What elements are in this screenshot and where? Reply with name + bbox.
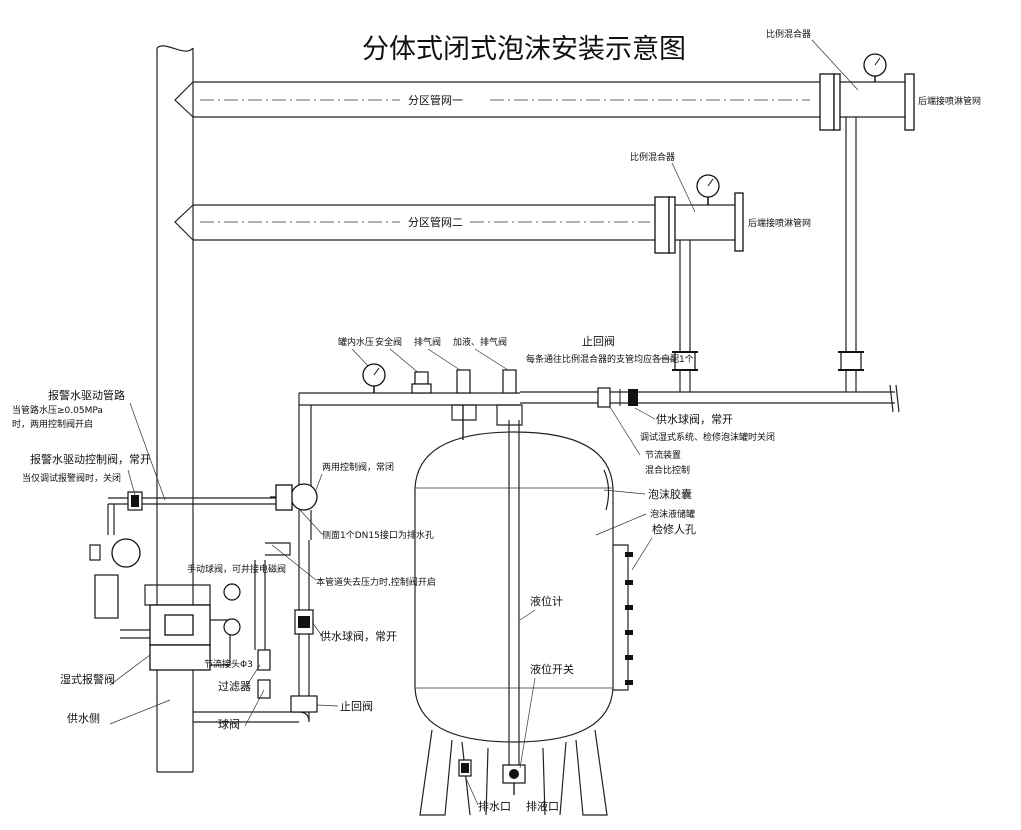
dual-valve-line2: 侧面1个DN15接口为排水孔 [322, 529, 434, 541]
pressure-gauge-icon [696, 174, 720, 205]
mixer-1-outlet-label: 后端接喷淋管网 [918, 95, 981, 107]
zone-pipe-1-label: 分区管网一 [408, 93, 463, 107]
bottom-supply-valve-label: 供水球阀，常开 [320, 629, 397, 643]
mixer-2-outlet-label: 后端接喷淋管网 [748, 217, 811, 229]
foam-tank [414, 420, 633, 816]
zone-pipe-1: 分区管网一 比例混合器 后端接喷淋管网 [174, 28, 981, 355]
orifice-label: 节流接头Φ3 [204, 658, 253, 670]
manhole-bolts [625, 552, 633, 685]
ball-valve-label: 球阀 [218, 717, 240, 731]
alarm-control-valve-icon [127, 491, 143, 511]
branch-check-valve-note: 每条通往比例混合器的支管均应各自配1个 [526, 353, 694, 365]
mixer-2-label: 比例混合器 [630, 151, 675, 163]
fill-vent-valve-label: 加液、排气阀 [453, 336, 507, 348]
alarm-valve-line1: 当仅调试报警阀时，关闭 [22, 472, 121, 484]
throttle-line1: 节流装置 [645, 449, 681, 461]
zone-pipe-2: 分区管网二 比例混合器 后端接喷淋管网 [174, 151, 811, 355]
wet-alarm-valve-label: 湿式报警阀 [60, 672, 115, 686]
ball-valve-icon [597, 387, 638, 408]
alarm-pipe-title: 报警水驱动管路 [48, 388, 125, 402]
vent-valve-icon [451, 369, 477, 440]
top-supply-valve-line1: 供水球阀，常开 [656, 412, 733, 426]
diagram-title: 分体式闭式泡沫安装示意图 [362, 34, 686, 65]
check-valve-icon [290, 695, 318, 713]
foam-bladder-label: 泡沫胶囊 [648, 487, 692, 501]
check-valve-icon [838, 351, 864, 371]
drain-water-label: 排水口 [478, 799, 511, 813]
throttle-line2: 混合比控制 [645, 464, 690, 476]
drain-valve-icon [502, 764, 526, 795]
branch-check-valve-title: 止回阀 [582, 334, 615, 348]
bottom-check-valve-label: 止回阀 [340, 699, 373, 713]
alarm-pipe-line2: 时，两用控制阀开启 [12, 418, 93, 430]
alarm-pipe-line1: 当管路水压≥0.05MPa [12, 404, 103, 416]
dual-valve-line1: 两用控制阀，常闭 [322, 461, 394, 473]
alarm-valve-title: 报警水驱动控制阀，常开 [30, 452, 151, 466]
level-gauge-label: 液位计 [530, 594, 563, 608]
drain-liquid-label: 排液口 [526, 799, 559, 813]
safety-valve-icon [411, 371, 432, 394]
dual-use-control-valve-icon [270, 483, 318, 511]
foam-supply-line [520, 384, 900, 413]
supply-side-label: 供水侧 [67, 711, 100, 725]
wet-alarm-valve-station [89, 538, 291, 699]
filter-label: 过滤器 [218, 680, 251, 693]
vent-valve-label: 排气阀 [414, 336, 441, 348]
dual-valve-line3: 本管道失去压力时,控制阀开启 [316, 576, 436, 588]
tank-pressure-label: 罐内水压 [338, 336, 374, 348]
mixer-1-label: 比例混合器 [766, 28, 811, 40]
foam-tank-label: 泡沫液储罐 [650, 508, 695, 520]
fill-vent-valve-icon [496, 369, 523, 426]
ball-valve-icon [294, 609, 314, 635]
drain-valve-icon [458, 759, 472, 777]
manhole-label: 检修人孔 [652, 522, 696, 536]
level-switch-label: 液位开关 [530, 662, 574, 676]
pressure-gauge-icon [863, 53, 887, 82]
zone-pipe-2-label: 分区管网二 [408, 215, 463, 229]
check-valve-icon [672, 351, 698, 371]
safety-valve-label: 安全阀 [375, 336, 402, 348]
top-supply-valve-line2: 调试湿式系统、检修泡沫罐时关闭 [640, 431, 775, 443]
manual-ball-label: 手动球阀，可并接电磁阀 [187, 563, 286, 575]
pressure-gauge-icon [362, 363, 386, 393]
